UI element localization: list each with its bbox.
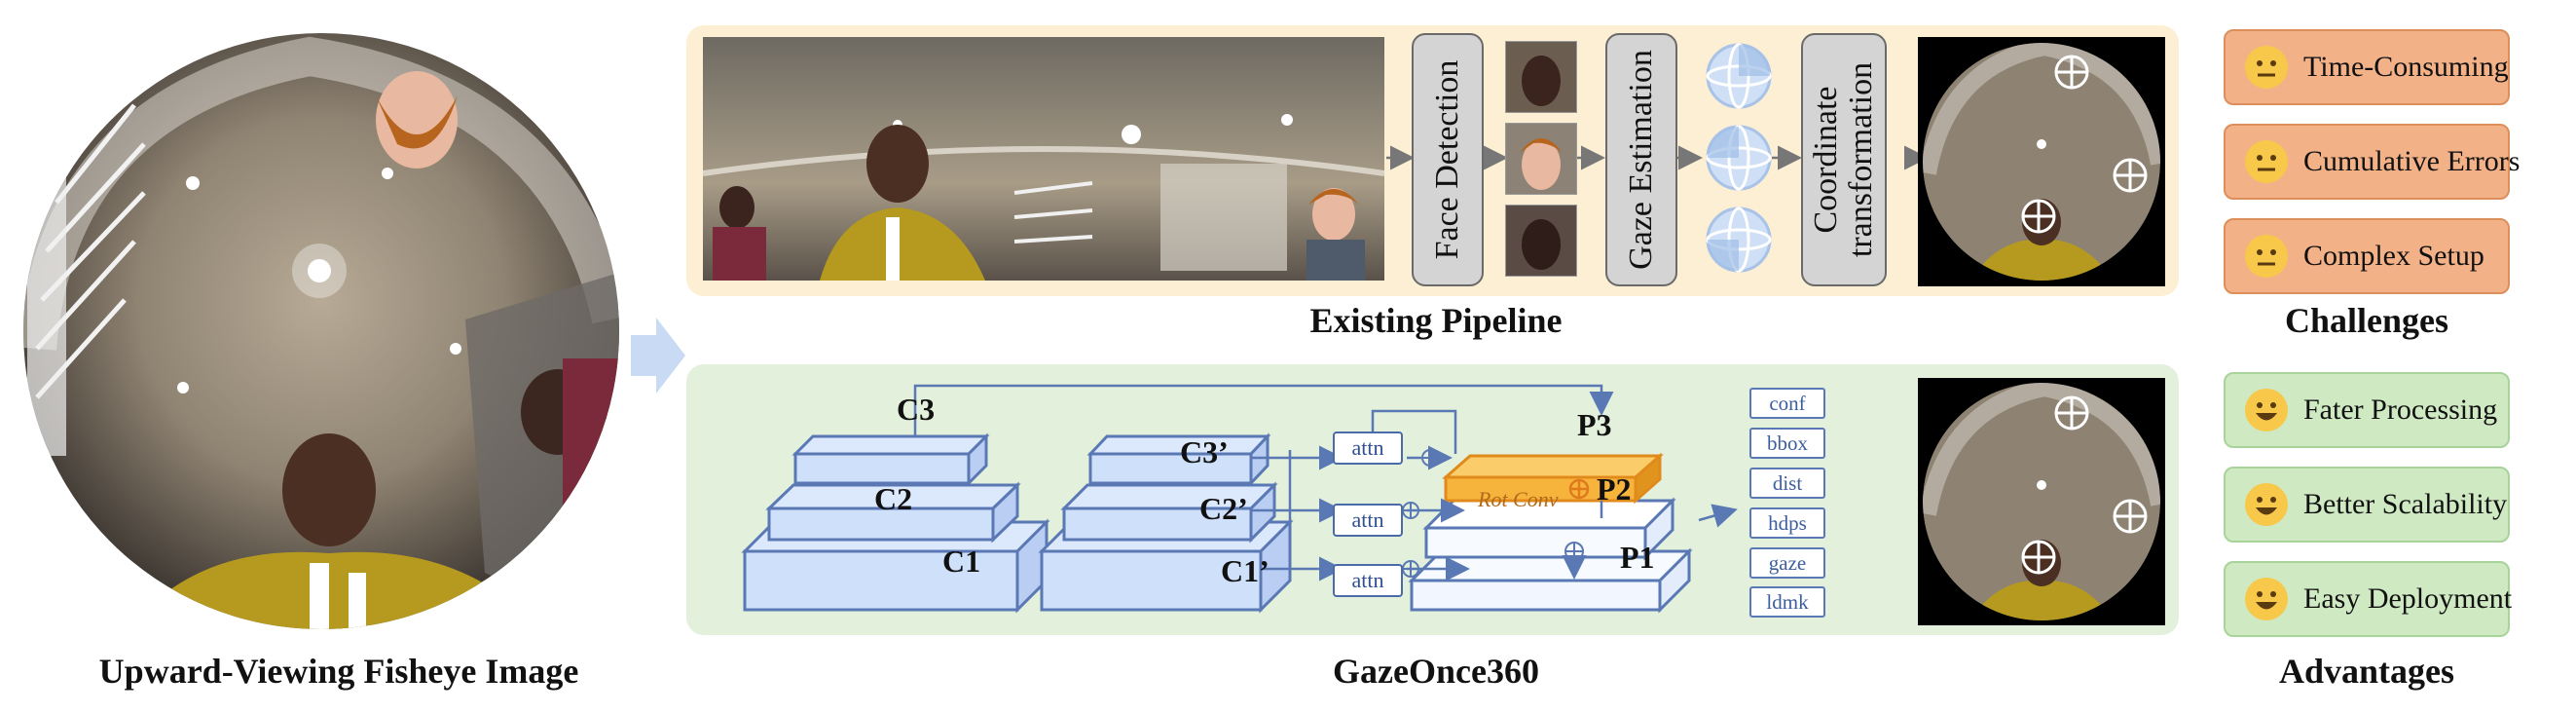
advantage-label: Fater Processing — [2303, 394, 2498, 426]
pyramid-label-p1: P1 — [1620, 540, 1655, 575]
challenge-label: Cumulative Errors — [2303, 145, 2521, 177]
gazeonce-output-image — [1918, 378, 2165, 625]
face-thumbnail — [1505, 205, 1577, 277]
challenge-label: Complex Setup — [2303, 240, 2484, 272]
backbone-label-c1: C1 — [942, 544, 981, 579]
existing-pipeline-caption: Existing Pipeline — [1309, 301, 1563, 340]
challenge-badge: Complex Setup — [2224, 218, 2510, 294]
advantage-badge: Easy Deployment — [2224, 561, 2513, 637]
output-head: gaze — [1749, 547, 1825, 579]
input-caption: Upward-Viewing Fisheye Image — [98, 652, 579, 691]
gaze-estimation-label: Gaze Estimation — [1623, 50, 1659, 270]
output-head: dist — [1749, 468, 1825, 499]
attn-block: attn — [1333, 564, 1403, 597]
face-detection-label: Face Detection — [1429, 59, 1465, 260]
right-chevron-arrow-icon — [631, 318, 685, 394]
challenge-badge: Cumulative Errors — [2224, 124, 2520, 200]
attn-block: attn — [1333, 432, 1403, 465]
advantage-label: Easy Deployment — [2303, 582, 2513, 615]
panorama-image — [703, 37, 1384, 281]
gaze-sphere-icon — [1706, 43, 1772, 109]
pipeline-output-image — [1918, 37, 2165, 286]
face-thumbnail — [1505, 123, 1577, 195]
smiling-face-icon — [2245, 578, 2288, 620]
advantages-caption: Advantages — [2278, 652, 2455, 691]
advantage-label: Better Scalability — [2303, 488, 2508, 520]
advantage-badge: Fater Processing — [2224, 372, 2510, 448]
output-head: bbox — [1749, 428, 1825, 459]
challenges-caption: Challenges — [2284, 301, 2448, 340]
output-head: ldmk — [1749, 586, 1825, 618]
backbone-label-c3: C3 — [897, 392, 936, 427]
coordinate-transformation-stage: Coordinate transformation — [1801, 33, 1887, 286]
attn-block: attn — [1333, 504, 1403, 537]
gaze-sphere-icon — [1706, 125, 1772, 191]
gaze-spheres — [1706, 43, 1772, 273]
neutral-face-icon — [2245, 46, 2288, 89]
neck-label-c3: C3’ — [1180, 434, 1229, 469]
gazeonce-architecture — [741, 384, 1738, 614]
output-head: hdps — [1749, 507, 1825, 539]
smiling-face-icon — [2245, 389, 2288, 432]
neck-label-c2: C2’ — [1199, 491, 1248, 526]
advantage-badge: Better Scalability — [2224, 467, 2510, 543]
face-detection-stage: Face Detection — [1412, 33, 1484, 286]
neutral-face-icon — [2245, 235, 2288, 278]
fisheye-input-image — [23, 33, 619, 629]
output-head: conf — [1749, 388, 1825, 419]
neutral-face-icon — [2245, 140, 2288, 183]
neck-label-c1: C1’ — [1221, 553, 1270, 588]
pyramid-label-p3: P3 — [1577, 407, 1612, 442]
gazeonce-caption: GazeOnce360 — [1333, 652, 1539, 691]
challenge-label: Time-Consuming — [2303, 51, 2509, 83]
coordinate-transformation-label: Coordinate transformation — [1808, 61, 1879, 258]
backbone-label-c2: C2 — [874, 481, 913, 516]
pyramid-label-p2: P2 — [1597, 471, 1632, 507]
gaze-estimation-stage: Gaze Estimation — [1605, 33, 1677, 286]
face-thumbnail — [1505, 41, 1577, 113]
challenge-badge: Time-Consuming — [2224, 29, 2510, 105]
smiling-face-icon — [2245, 483, 2288, 526]
rot-conv-label: Rot Conv — [1478, 487, 1559, 511]
gaze-sphere-icon — [1706, 206, 1772, 273]
